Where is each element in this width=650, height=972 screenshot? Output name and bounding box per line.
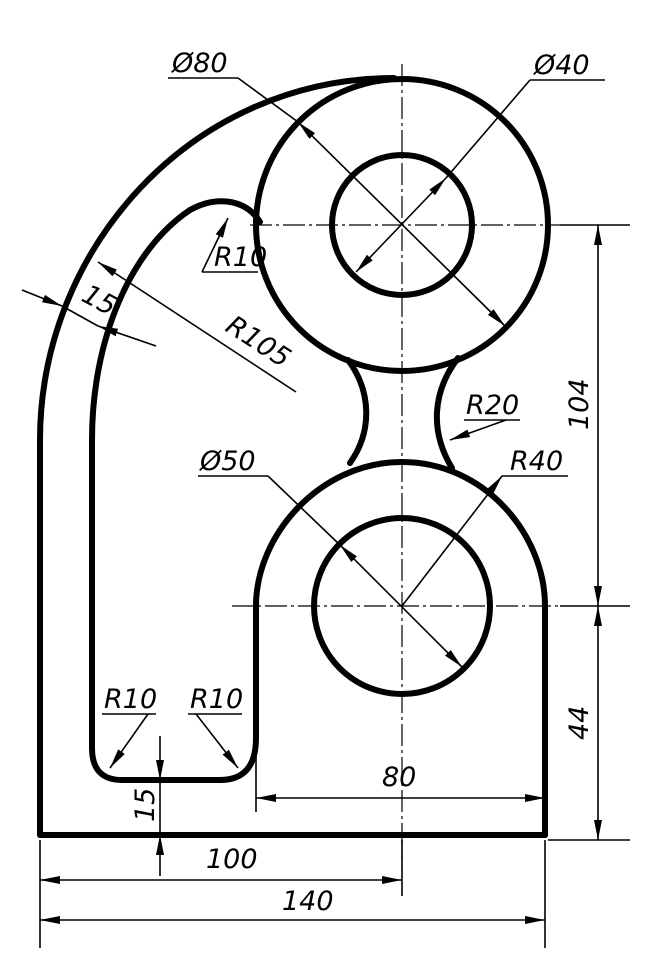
label-r20: R20 [466, 390, 519, 421]
outer-arc-r105 [37, 75, 397, 443]
width15-dim [61, 305, 99, 327]
label-w100: 100 [206, 844, 258, 875]
r10-right-leader [195, 713, 239, 769]
label-dia50: Ø50 [199, 446, 256, 477]
hole-dia50 [311, 515, 493, 697]
dia50-dim-line [339, 544, 463, 668]
slot-bottom-left-fillet [89, 745, 125, 783]
dimension-lines [21, 77, 630, 948]
dia80-leader [237, 77, 299, 123]
neck-left-r20 [345, 357, 370, 466]
top-r10-fillet [187, 198, 263, 225]
label-r105: R105 [220, 310, 296, 374]
r40-leader [401, 475, 503, 607]
neck-right-r20 [434, 355, 461, 471]
label-r10-top: R10 [214, 242, 267, 273]
label-h44: 44 [564, 706, 595, 740]
label-r10-left: R10 [104, 684, 157, 715]
dia40-leader [445, 79, 531, 179]
r20-leader [449, 419, 507, 441]
dimension-labels: Ø80 Ø40 R10 R105 15 R20 Ø50 R40 R10 R10 … [77, 48, 595, 917]
r10-left-leader [109, 713, 149, 769]
r105-dim-line [97, 261, 297, 393]
width15-ext-right [97, 325, 157, 347]
label-r40: R40 [510, 446, 563, 477]
label-h104: 104 [564, 378, 595, 430]
dia50-leader [267, 475, 341, 546]
part-outline [37, 75, 551, 838]
label-r10-right: R10 [190, 684, 243, 715]
label-dia40: Ø40 [533, 50, 590, 81]
slot-bottom-right-fillet [217, 735, 259, 783]
width15-ext-left [21, 289, 63, 307]
label-dia80: Ø80 [171, 48, 228, 79]
dia40-dim-line [355, 177, 447, 273]
inner-arc [89, 207, 193, 443]
r10-top-leader [201, 217, 229, 273]
circle-dia80 [253, 76, 551, 374]
label-base15: 15 [130, 788, 161, 822]
label-w140: 140 [282, 886, 334, 917]
lower-boss-arc-r40 [253, 459, 548, 609]
label-w80: 80 [382, 762, 416, 793]
